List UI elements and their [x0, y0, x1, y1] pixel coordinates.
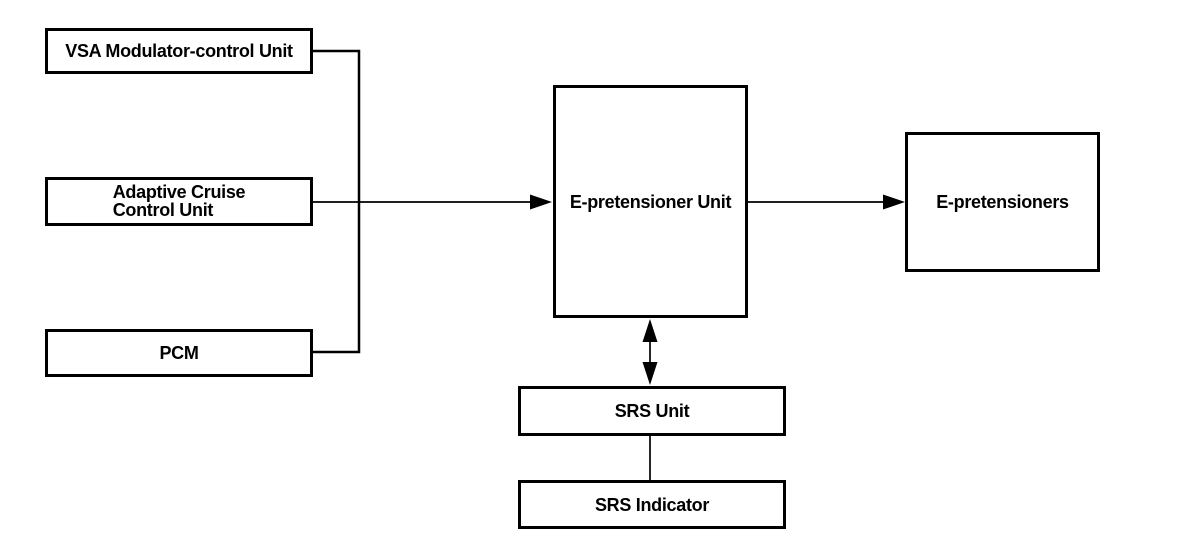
- arrowhead-right-icon: [883, 194, 905, 210]
- node-label: Adaptive Cruise Control Unit: [112, 182, 246, 220]
- edge-epu-srs-unit-bidirectional: [642, 319, 658, 385]
- edge-acc-to-epu: [313, 194, 552, 210]
- arrowhead-right-icon: [530, 194, 552, 210]
- node-label: VSA Modulator-control Unit: [65, 41, 293, 61]
- node-label: E-pretensioners: [936, 192, 1069, 212]
- node-e-pretensioner-unit: E-pretensioner Unit: [553, 85, 748, 318]
- node-pcm: PCM: [45, 329, 313, 377]
- arrowhead-up-icon: [642, 319, 658, 342]
- node-e-pretensioners: E-pretensioners: [905, 132, 1100, 272]
- node-adaptive-cruise-control-unit: Adaptive Cruise Control Unit: [45, 177, 313, 226]
- node-label: SRS Indicator: [594, 494, 710, 515]
- node-label: SRS Unit: [614, 401, 690, 421]
- edge-epu-to-eps: [748, 194, 905, 210]
- arrowhead-down-icon: [642, 362, 658, 385]
- node-vsa-modulator-control-unit: VSA Modulator-control Unit: [45, 28, 313, 74]
- node-srs-unit: SRS Unit: [518, 386, 786, 436]
- node-srs-indicator: SRS Indicator: [518, 480, 786, 529]
- node-label: PCM: [159, 343, 199, 363]
- node-label: E-pretensioner Unit: [569, 191, 732, 212]
